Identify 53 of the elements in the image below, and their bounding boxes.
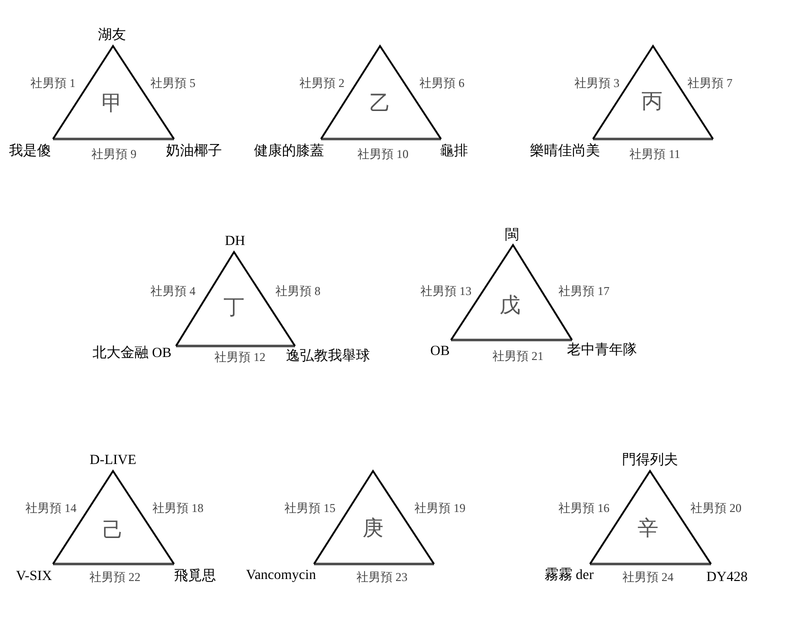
team-name: 樂晴佳尚美	[530, 144, 600, 160]
team-name: Vancomycin	[246, 568, 316, 584]
match-label: 社男預 6	[420, 77, 464, 91]
team-name: 飛覓思	[174, 568, 216, 586]
match-label: 社男預 18	[152, 502, 204, 516]
match-label: 社男預 3	[574, 77, 620, 91]
team-name: 逸弘教我舉球	[286, 348, 370, 366]
group-label: 丙	[642, 90, 662, 112]
group-label: 甲	[102, 92, 122, 114]
team-name: 健康的膝蓋	[254, 144, 324, 160]
match-label: 社男預 1	[30, 77, 76, 91]
team-name: 龜排	[440, 144, 468, 160]
match-label: 社男預 9	[92, 148, 136, 162]
match-label: 社男預 4	[150, 285, 196, 299]
match-label: 社男預 5	[150, 77, 196, 91]
match-label: 社男預 10	[358, 148, 408, 162]
team-name: OB	[430, 344, 450, 360]
team-name: V-SIX	[16, 568, 52, 586]
team-name: 門得列夫	[622, 452, 678, 470]
group-label: 庚	[362, 516, 384, 540]
team-name: 北大金融 OB	[92, 346, 172, 362]
team-name: 奶油椰子	[166, 144, 222, 160]
team-name: 閩	[505, 228, 519, 244]
match-label: 社男預 20	[690, 502, 742, 516]
match-label: 社男預 8	[276, 285, 320, 299]
match-label: 社男預 2	[300, 77, 344, 91]
match-label: 社男預 19	[414, 502, 466, 516]
team-name: D-LIVE	[90, 452, 136, 470]
team-name: 我是傻	[9, 144, 51, 160]
match-label: 社男預 22	[90, 571, 140, 585]
match-label: 社男預 23	[356, 571, 408, 585]
match-label: 社男預 11	[630, 148, 680, 162]
team-name: DY428	[706, 570, 748, 586]
match-label: 社男預 21	[492, 350, 544, 364]
match-label: 社男預 16	[558, 502, 610, 516]
match-label: 社男預 14	[26, 502, 76, 516]
team-name: DH	[224, 234, 246, 250]
match-label: 社男預 15	[284, 502, 336, 516]
match-label: 社男預 24	[622, 571, 674, 585]
match-label: 社男預 7	[688, 77, 732, 91]
group-triangle	[50, 468, 177, 567]
group-triangle	[173, 249, 298, 349]
group-label: 辛	[638, 516, 658, 540]
team-name: 霧霧 der	[544, 568, 594, 584]
match-label: 社男預 12	[214, 351, 266, 365]
team-name: 老中青年隊	[567, 342, 637, 360]
group-label: 乙	[370, 92, 390, 114]
team-name: 湖友	[98, 28, 126, 44]
group-label: 丁	[224, 296, 244, 318]
group-label: 戊	[500, 294, 520, 316]
group-label: 己	[102, 518, 124, 542]
match-label: 社男預 17	[558, 285, 610, 299]
match-label: 社男預 13	[420, 285, 472, 299]
